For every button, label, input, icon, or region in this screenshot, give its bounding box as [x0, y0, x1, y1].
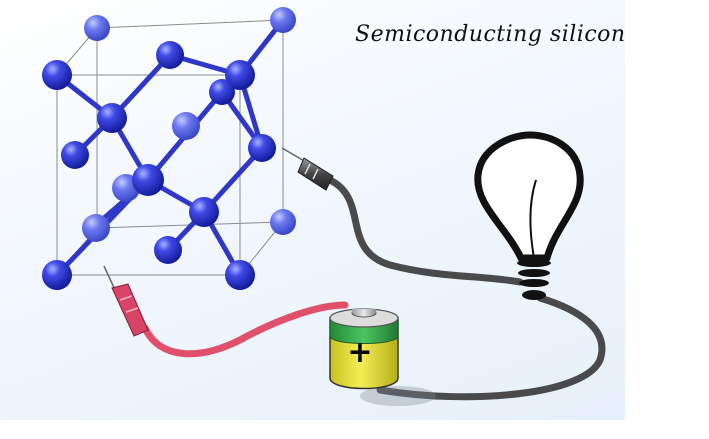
battery-icon	[329, 308, 436, 406]
wire-grey-upper	[326, 176, 524, 286]
atoms-front-layer	[42, 41, 276, 290]
atoms-back-layer	[82, 7, 296, 242]
diagram-title: Semiconducting silicon	[355, 22, 626, 47]
light-bulb-icon	[474, 131, 584, 300]
probe-plug-red-icon	[103, 265, 149, 337]
wire-red	[141, 301, 349, 358]
probe-plug-icon	[281, 147, 334, 191]
wire-grey-lower	[376, 294, 606, 401]
battery-terminal-symbol: +	[347, 335, 372, 370]
